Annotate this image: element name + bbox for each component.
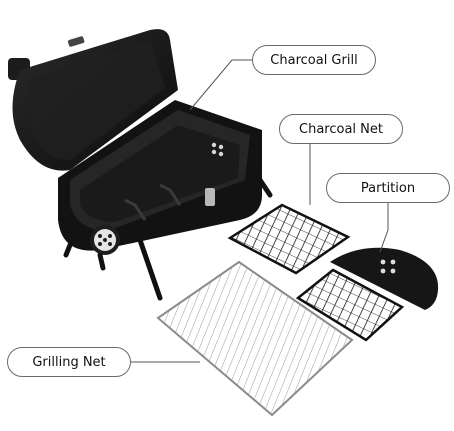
callout-charcoal-grill: Charcoal Grill	[252, 45, 376, 75]
grilling-net	[156, 260, 354, 417]
callout-charcoal-net: Charcoal Net	[279, 114, 403, 144]
charcoal-net-small	[295, 268, 405, 342]
latch	[205, 188, 215, 206]
charcoal-grill	[8, 29, 273, 301]
lid-handle	[67, 36, 85, 47]
callout-partition: Partition	[326, 173, 450, 203]
leg	[247, 162, 273, 198]
callout-grilling-net: Grilling Net	[7, 347, 131, 377]
leg	[137, 237, 163, 301]
charcoal-net	[227, 203, 351, 275]
leg	[63, 222, 81, 258]
leg	[97, 252, 106, 271]
partition-plate	[330, 247, 439, 310]
